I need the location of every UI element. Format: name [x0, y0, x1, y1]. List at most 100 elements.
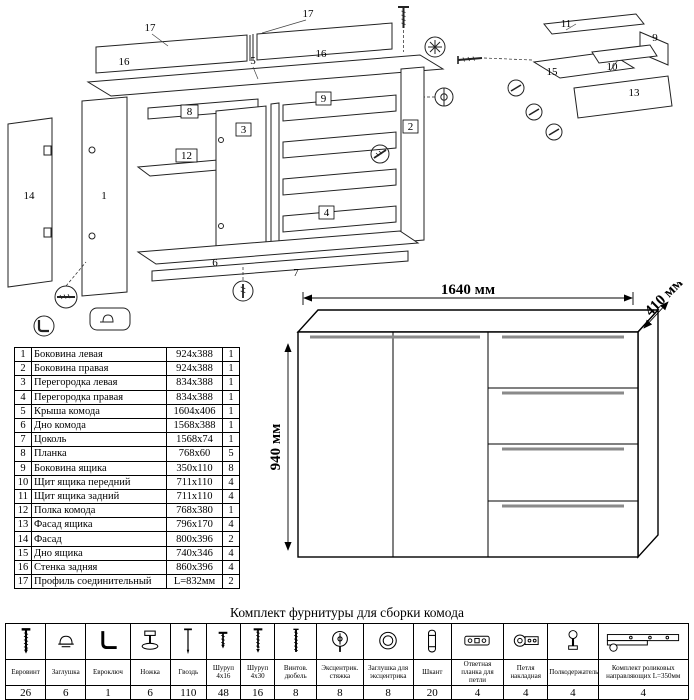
part-number: 9: [14, 460, 32, 476]
label-drawer-facade: 13: [629, 87, 641, 99]
hardware-qty: 4: [547, 685, 599, 700]
hardware-name: Ножка: [129, 658, 171, 687]
hinge-plate-icon: [464, 635, 491, 646]
part-name: Перегородка правая: [31, 389, 167, 405]
hardware-name: Заглушка: [45, 658, 87, 687]
part-name: Стенка задняя: [31, 559, 167, 576]
dowel-screw-icon: [293, 628, 299, 652]
hardware-qty: 20: [412, 685, 452, 700]
part-row: 3 Перегородка левая 834х388 1: [14, 375, 240, 391]
part-size: 1568х388: [166, 417, 223, 434]
drawer-rail-3: [282, 168, 397, 196]
part-name: Полка комода: [31, 503, 167, 519]
part-row: 7 Цоколь 1568х74 1: [14, 432, 240, 448]
hardware-qty: 8: [274, 685, 318, 700]
label-drawer-side-boxed: 9: [315, 91, 332, 106]
part-size: 834х388: [166, 375, 223, 391]
label-back-left: 16: [119, 56, 131, 68]
dresser-top: [296, 309, 660, 333]
hardware-name: Комплект роликовых направляющих L=350мм: [597, 658, 689, 687]
part-name: Планка: [31, 446, 167, 462]
label-bottom: 6: [212, 257, 218, 269]
screw-4x30-icon: [253, 628, 262, 653]
cam-callout: [424, 87, 454, 107]
hardware-qty: 4: [450, 685, 505, 700]
part-size: 796х170: [166, 517, 223, 533]
hardware-name: Гвоздь: [169, 658, 207, 687]
label-partition-right-boxed: 4: [318, 205, 335, 220]
hardware-name: Петля накладная: [503, 658, 549, 687]
part-name: Боковина левая: [31, 346, 167, 363]
part-row: 1 Боковина левая 924х388 1: [14, 346, 240, 363]
part-number: 14: [14, 531, 32, 547]
part-row: 6 Дно комода 1568х388 1: [14, 417, 240, 434]
part-row: 8 Планка 768х60 5: [14, 446, 240, 462]
hardware-qty: 110: [169, 685, 207, 700]
drawer-rail-2: [282, 131, 397, 159]
drawer-front: [591, 44, 658, 64]
label-back-right: 16: [316, 48, 328, 60]
part-size: 860х396: [166, 559, 223, 576]
part-size: 768х380: [166, 503, 223, 519]
wooden-dowel-icon: [428, 629, 437, 653]
depth-dimension: 410 мм: [642, 282, 686, 319]
label-plinth: 7: [293, 267, 299, 279]
parts-table: 1 Боковина левая 924х388 1 2 Боковина пр…: [14, 346, 240, 590]
part-size: 740х346: [166, 545, 223, 561]
part-qty: 1: [222, 432, 240, 448]
drawer-exploded-view: [532, 13, 673, 119]
hinge-icon: [513, 634, 539, 647]
part-qty: 2: [222, 531, 240, 547]
part-row: 9 Боковина ящика 350х110 8: [14, 460, 240, 476]
hardware-qty: 1: [85, 685, 131, 700]
cam-cap-icon: [379, 631, 397, 650]
part-name: Перегородка левая: [31, 375, 167, 391]
part-name: Щит ящика передний: [31, 474, 167, 490]
part-qty: 1: [222, 361, 240, 377]
label-shelf-boxed: 12: [175, 148, 198, 163]
part-size: 1568х74: [166, 432, 223, 448]
part-row: 5 Крыша комода 1604х406 1: [14, 403, 240, 419]
part-qty: 1: [222, 503, 240, 519]
part-qty: 4: [222, 559, 240, 576]
part-qty: 5: [222, 446, 240, 462]
leg-icon: [141, 630, 159, 650]
svg-text:2: 2: [408, 121, 414, 133]
hardware-qty: 8: [316, 685, 364, 700]
hardware-qty: 8: [362, 685, 414, 700]
part-number: 17: [14, 573, 32, 590]
drawer-rail-4: [282, 205, 397, 233]
handle-grooves: [310, 335, 624, 508]
part-number: 5: [14, 403, 32, 419]
bottom-panel: [136, 230, 420, 265]
part-row: 16 Стенка задняя 860х396 4: [14, 559, 240, 576]
label-facade: 14: [24, 190, 36, 202]
part-qty: 4: [222, 488, 240, 505]
hardware-table: Евровинт Заглушка Евроключ Ножка Гвоздь …: [4, 623, 689, 700]
hardware-name: Полкодержатель: [547, 658, 599, 687]
dresser-dimension-drawing: 1640 мм 940 мм 410 мм: [268, 282, 686, 559]
top-panel: [86, 54, 445, 97]
dresser-body: [296, 308, 660, 559]
part-name: Боковина ящика: [31, 460, 167, 476]
part-size: 1604х406: [166, 403, 223, 419]
facade-panel: [7, 117, 53, 288]
label-drawer-front: 10: [607, 61, 619, 73]
part-labels: 17 16 5 16 17 14 1 6 7 8 12 3 2: [24, 8, 659, 279]
part-row: 15 Дно ящика 740х346 4: [14, 545, 240, 561]
label-profile-right: 17: [303, 8, 315, 20]
drawer-facade: [573, 75, 673, 119]
part-number: 6: [14, 417, 32, 434]
hardware-name: Евроключ: [85, 658, 131, 687]
screw-4x16-icon: [219, 631, 228, 649]
svg-text:12: 12: [181, 150, 192, 162]
dimension-arrows: [284, 292, 669, 551]
cam-lock-icon: [332, 630, 348, 652]
back-panel-left: [95, 34, 248, 74]
carcass-parts: [7, 22, 445, 297]
width-dimension: 1640 мм: [441, 282, 495, 298]
part-row: 12 Полка комода 768х380 1: [14, 503, 240, 519]
hardware-name-row: Евровинт Заглушка Евроключ Ножка Гвоздь …: [4, 658, 689, 687]
drawer-slide-icon: [607, 634, 680, 652]
hardware-name: Винтов. дюбель: [274, 658, 318, 687]
